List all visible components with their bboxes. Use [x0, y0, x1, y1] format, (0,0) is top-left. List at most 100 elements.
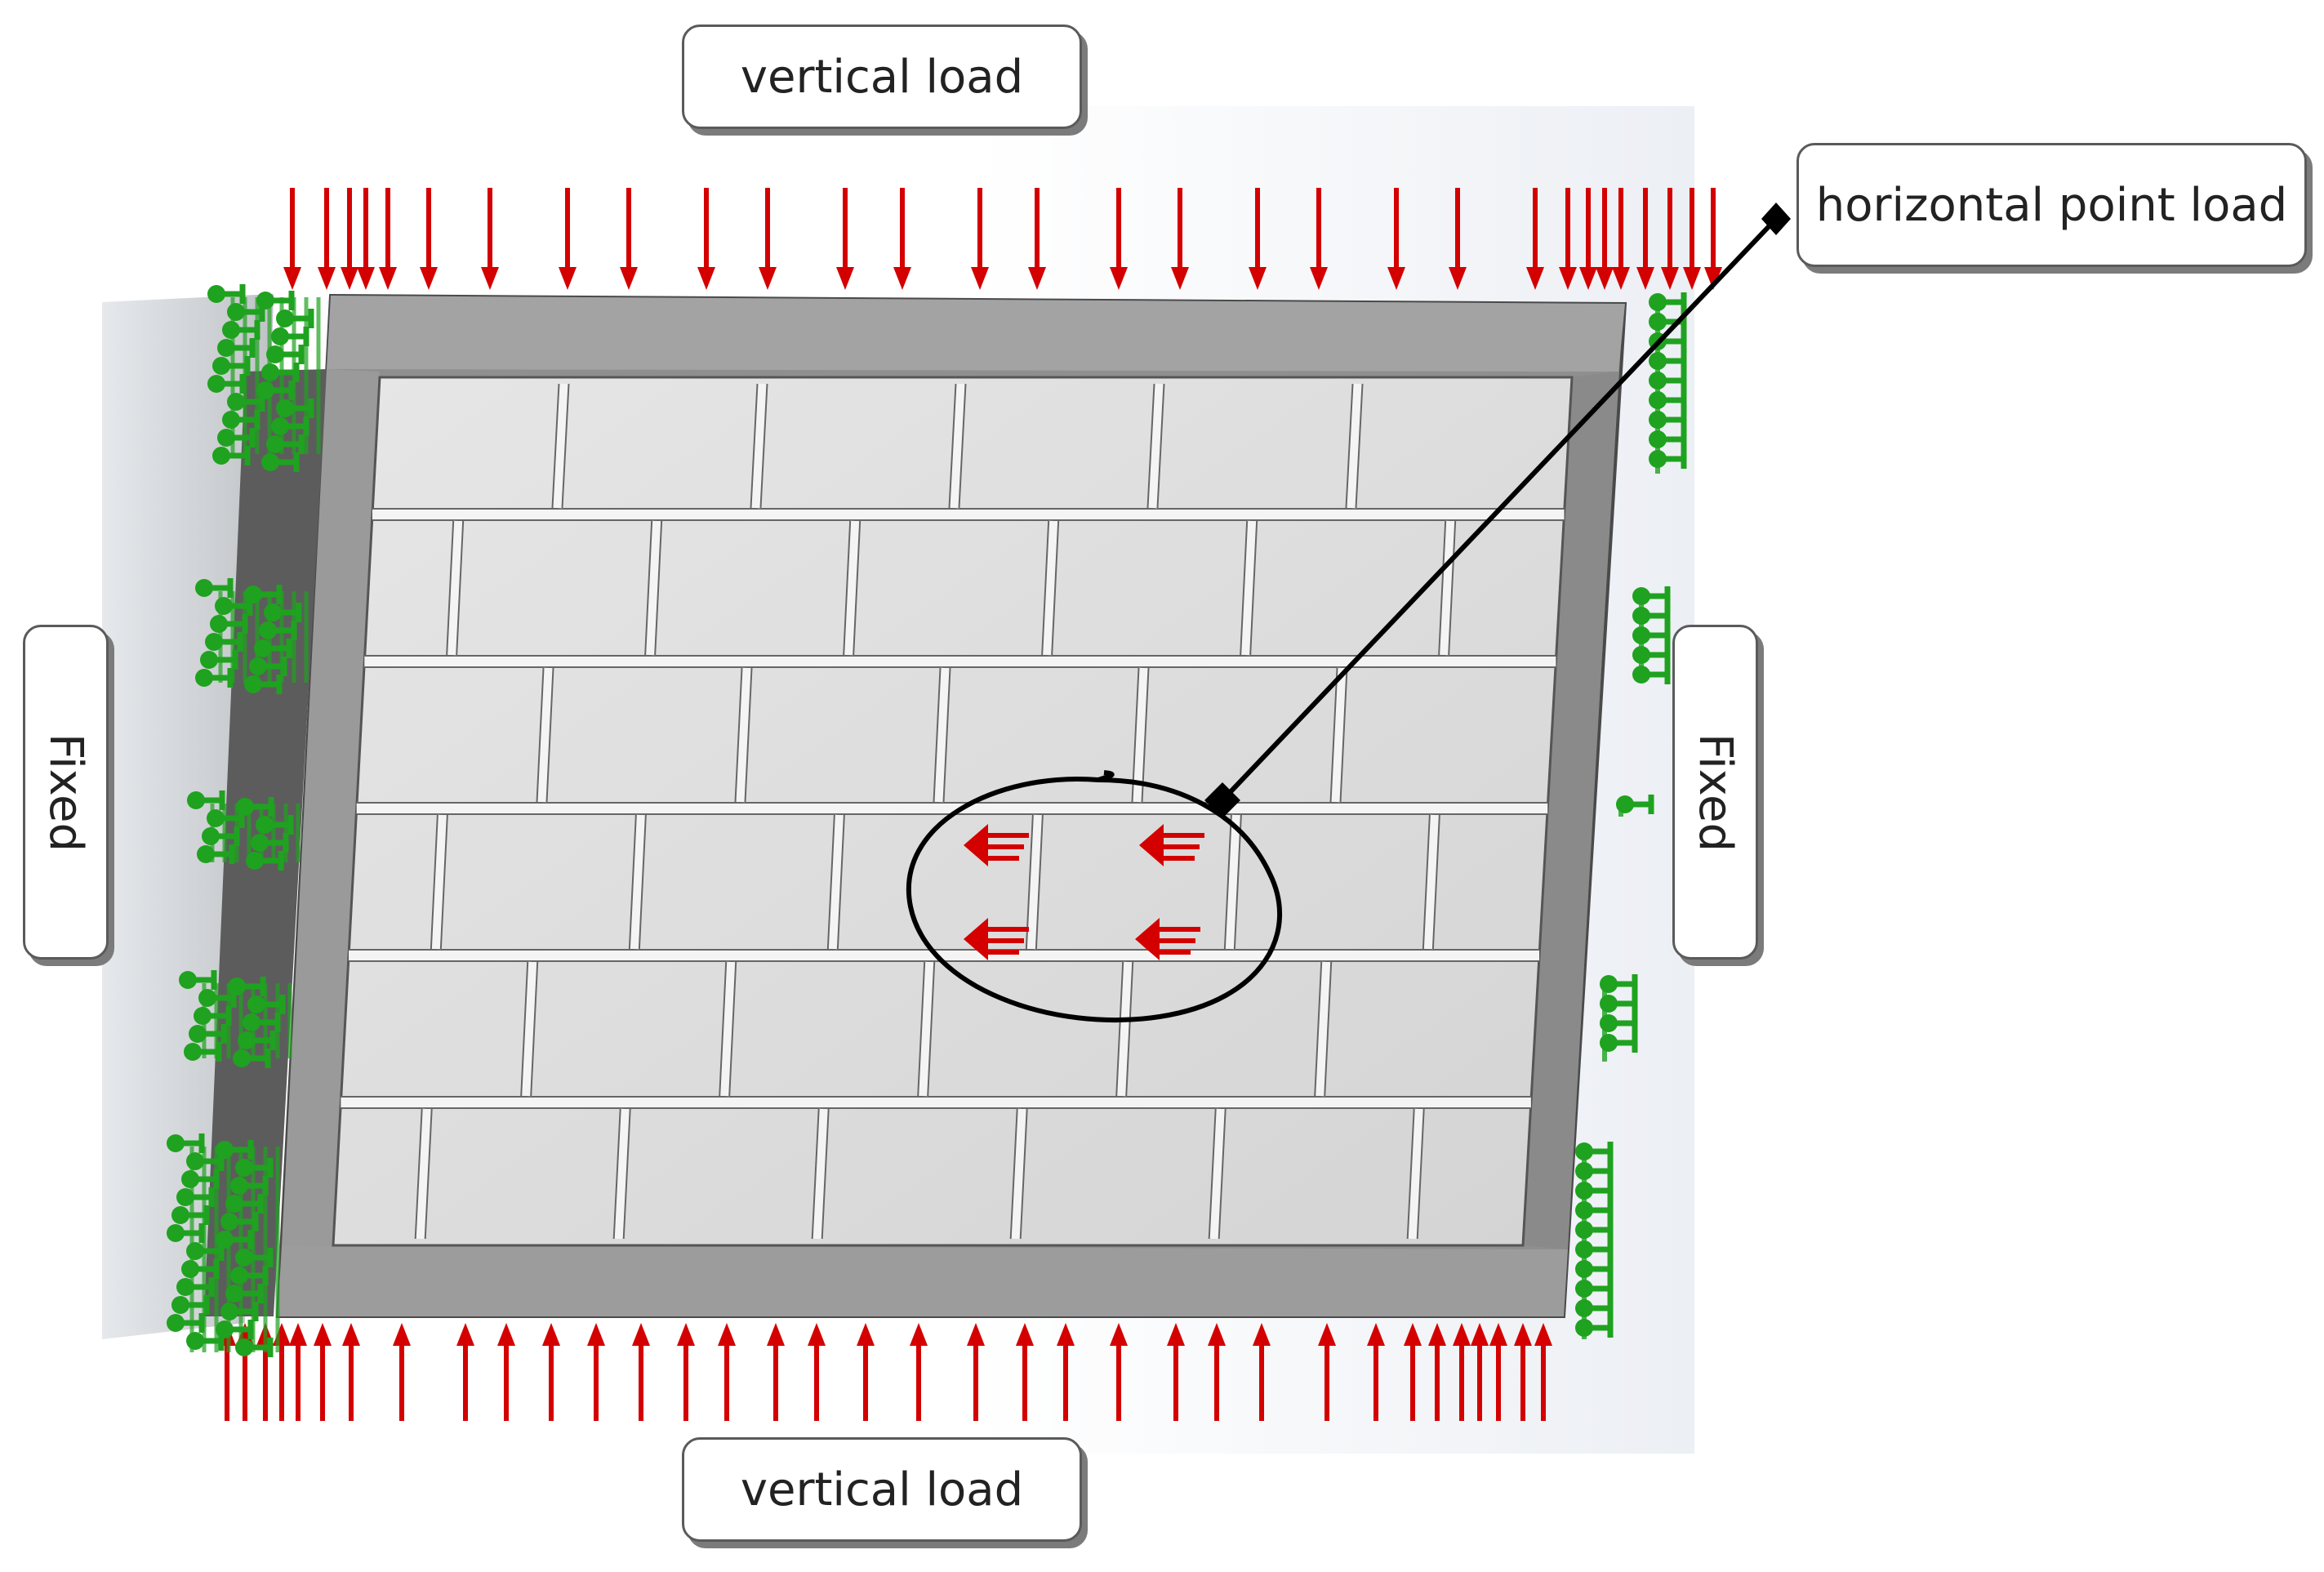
head-joint-edge: [654, 520, 663, 656]
red-arrow-icon: [964, 824, 988, 866]
head-joint-edge: [1422, 814, 1431, 950]
head-joint-edge: [1355, 383, 1364, 509]
head-joint-edge: [933, 667, 942, 803]
red-arrow-icon: [1636, 267, 1654, 290]
head-joint-edge: [561, 383, 570, 509]
head-joint: [1026, 814, 1043, 950]
head-joint-edge: [1324, 961, 1333, 1097]
head-joint: [1116, 961, 1133, 1097]
head-joint-edge: [1406, 1108, 1415, 1240]
head-joint-edge: [1115, 961, 1124, 1097]
head-joint-edge: [744, 667, 753, 803]
top-vertical-load-arrows: [283, 188, 1722, 290]
head-joint-edge: [1041, 520, 1050, 656]
red-arrow-icon: [1387, 267, 1405, 290]
top-vertical-load-callout: vertical load: [682, 24, 1082, 129]
head-joint-edge: [1131, 667, 1140, 803]
bottom-vertical-load-label: vertical load: [740, 1463, 1024, 1516]
head-joint-edge: [1329, 667, 1338, 803]
frame-right-column: [1523, 372, 1618, 1249]
red-arrow-icon: [1208, 1323, 1226, 1346]
head-joint: [613, 1108, 630, 1240]
head-joint: [552, 383, 569, 509]
head-joint-edge: [545, 667, 554, 803]
left-fixed-label: Fixed: [39, 733, 92, 852]
red-arrow-icon: [497, 1323, 515, 1346]
red-arrow-icon: [893, 267, 911, 290]
red-arrow-icon: [1139, 824, 1164, 866]
diamond-pointer-icon: [1761, 203, 1791, 235]
head-joint-edge: [759, 383, 768, 509]
red-arrow-icon: [542, 1323, 560, 1346]
head-joint-edge: [948, 383, 957, 509]
head-joint: [1315, 961, 1332, 1097]
head-joint: [1240, 520, 1258, 656]
red-arrow-icon: [1449, 267, 1467, 290]
red-arrow-icon: [1683, 267, 1701, 290]
horizontal-point-load-label: horizontal point load: [1815, 178, 2288, 232]
head-joint-edge: [1431, 814, 1440, 950]
frame-top-beam: [327, 296, 1625, 372]
red-arrow-icon: [1318, 1323, 1336, 1346]
red-arrow-icon: [857, 1323, 875, 1346]
head-joint: [430, 814, 447, 950]
head-joint: [629, 814, 646, 950]
head-joint: [1330, 667, 1347, 803]
head-joint-edge: [843, 520, 852, 656]
frame-bottom-beam: [278, 1245, 1568, 1316]
head-joint-edge: [1035, 814, 1044, 950]
head-joint-edge: [826, 814, 835, 950]
head-joint-edge: [1051, 520, 1060, 656]
red-arrow-icon: [1016, 1323, 1034, 1346]
head-joint-edge: [1156, 383, 1165, 509]
head-joint: [521, 961, 538, 1097]
head-joint: [536, 667, 554, 803]
head-joint: [1422, 814, 1440, 950]
head-joint-edge: [1249, 520, 1258, 656]
head-joint-edge: [424, 1108, 433, 1240]
head-joint-edge: [917, 961, 926, 1097]
head-joint: [1224, 814, 1241, 950]
head-joint: [933, 667, 951, 803]
head-joint-edge: [1339, 667, 1348, 803]
head-joint-edge: [1416, 1108, 1425, 1240]
red-arrow-icon: [1404, 1323, 1422, 1346]
head-joint: [447, 520, 464, 656]
red-arrow-icon: [808, 1323, 826, 1346]
head-joint-edge: [644, 520, 653, 656]
red-arrow-icon: [1253, 1323, 1271, 1346]
head-joint-edge: [446, 520, 455, 656]
red-arrow-icon: [314, 1323, 332, 1346]
red-arrow-icon: [318, 267, 336, 290]
red-arrow-icon: [677, 1323, 695, 1346]
diamond-pointer-icon: [1204, 782, 1240, 818]
red-arrow-icon: [1559, 267, 1577, 290]
head-joint-edge: [1208, 1108, 1217, 1240]
head-joint-edge: [638, 814, 647, 950]
head-joint-edge: [750, 383, 759, 509]
head-joint: [750, 383, 768, 509]
head-joint: [1010, 1108, 1027, 1240]
head-joint-edge: [958, 383, 967, 509]
head-joint-edge: [1019, 1108, 1028, 1240]
right-fixed-label: Fixed: [1689, 733, 1742, 852]
horizontal-point-load-callout: horizontal point load: [1796, 143, 2307, 267]
red-arrow-icon: [420, 267, 438, 290]
head-joint-edge: [1448, 520, 1457, 656]
red-arrow-icon: [559, 267, 577, 290]
red-arrow-icon: [1704, 267, 1722, 290]
bottom-vertical-load-arrows: [218, 1323, 1552, 1421]
head-joint-edge: [836, 814, 845, 950]
head-joint-edge: [1025, 814, 1034, 950]
red-arrow-icon: [1135, 918, 1160, 960]
red-arrow-icon: [1167, 1323, 1185, 1346]
red-arrow-icon: [1661, 267, 1679, 290]
head-joint: [1042, 520, 1059, 656]
head-joint-edge: [536, 667, 545, 803]
red-arrow-icon: [456, 1323, 474, 1346]
red-arrow-icon: [620, 267, 638, 290]
load-highlight-ellipse: [906, 770, 1283, 1023]
head-joint-edge: [622, 1108, 631, 1240]
head-joint-edge: [1141, 667, 1150, 803]
right-fixed-callout: Fixed: [1672, 625, 1758, 960]
